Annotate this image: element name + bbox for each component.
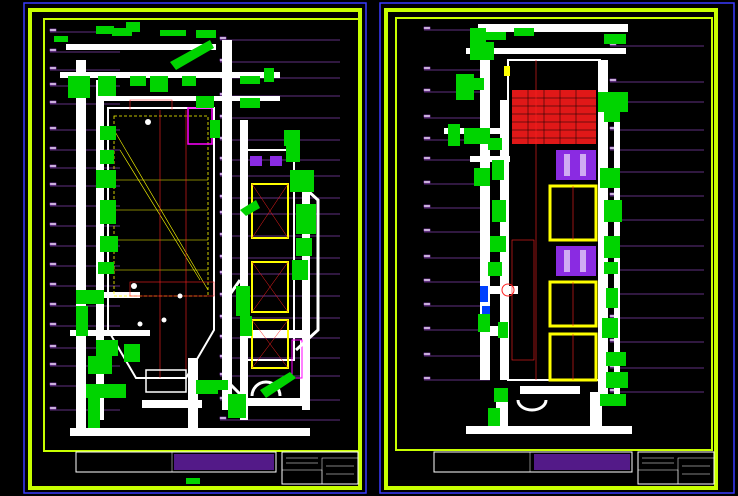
refractory-wall-panel [512,90,596,144]
sheet-right-outer-border [379,2,735,494]
sheet-left-side-elevation [23,2,367,494]
sheet-left-outer-border [23,2,367,494]
sheet-right-frame [384,8,718,490]
sheet-right-drawing-border [395,17,713,451]
right-green-callout-tags [448,28,628,426]
sheet-right-front-elevation [379,2,735,494]
left-backpass-heating-surfaces [224,149,320,402]
left-green-callout-tags [54,22,316,428]
left-title-block [75,451,359,485]
right-title-block [433,451,715,485]
sheet-left-drawing-border [43,18,361,452]
right-furnace-body [478,59,601,412]
